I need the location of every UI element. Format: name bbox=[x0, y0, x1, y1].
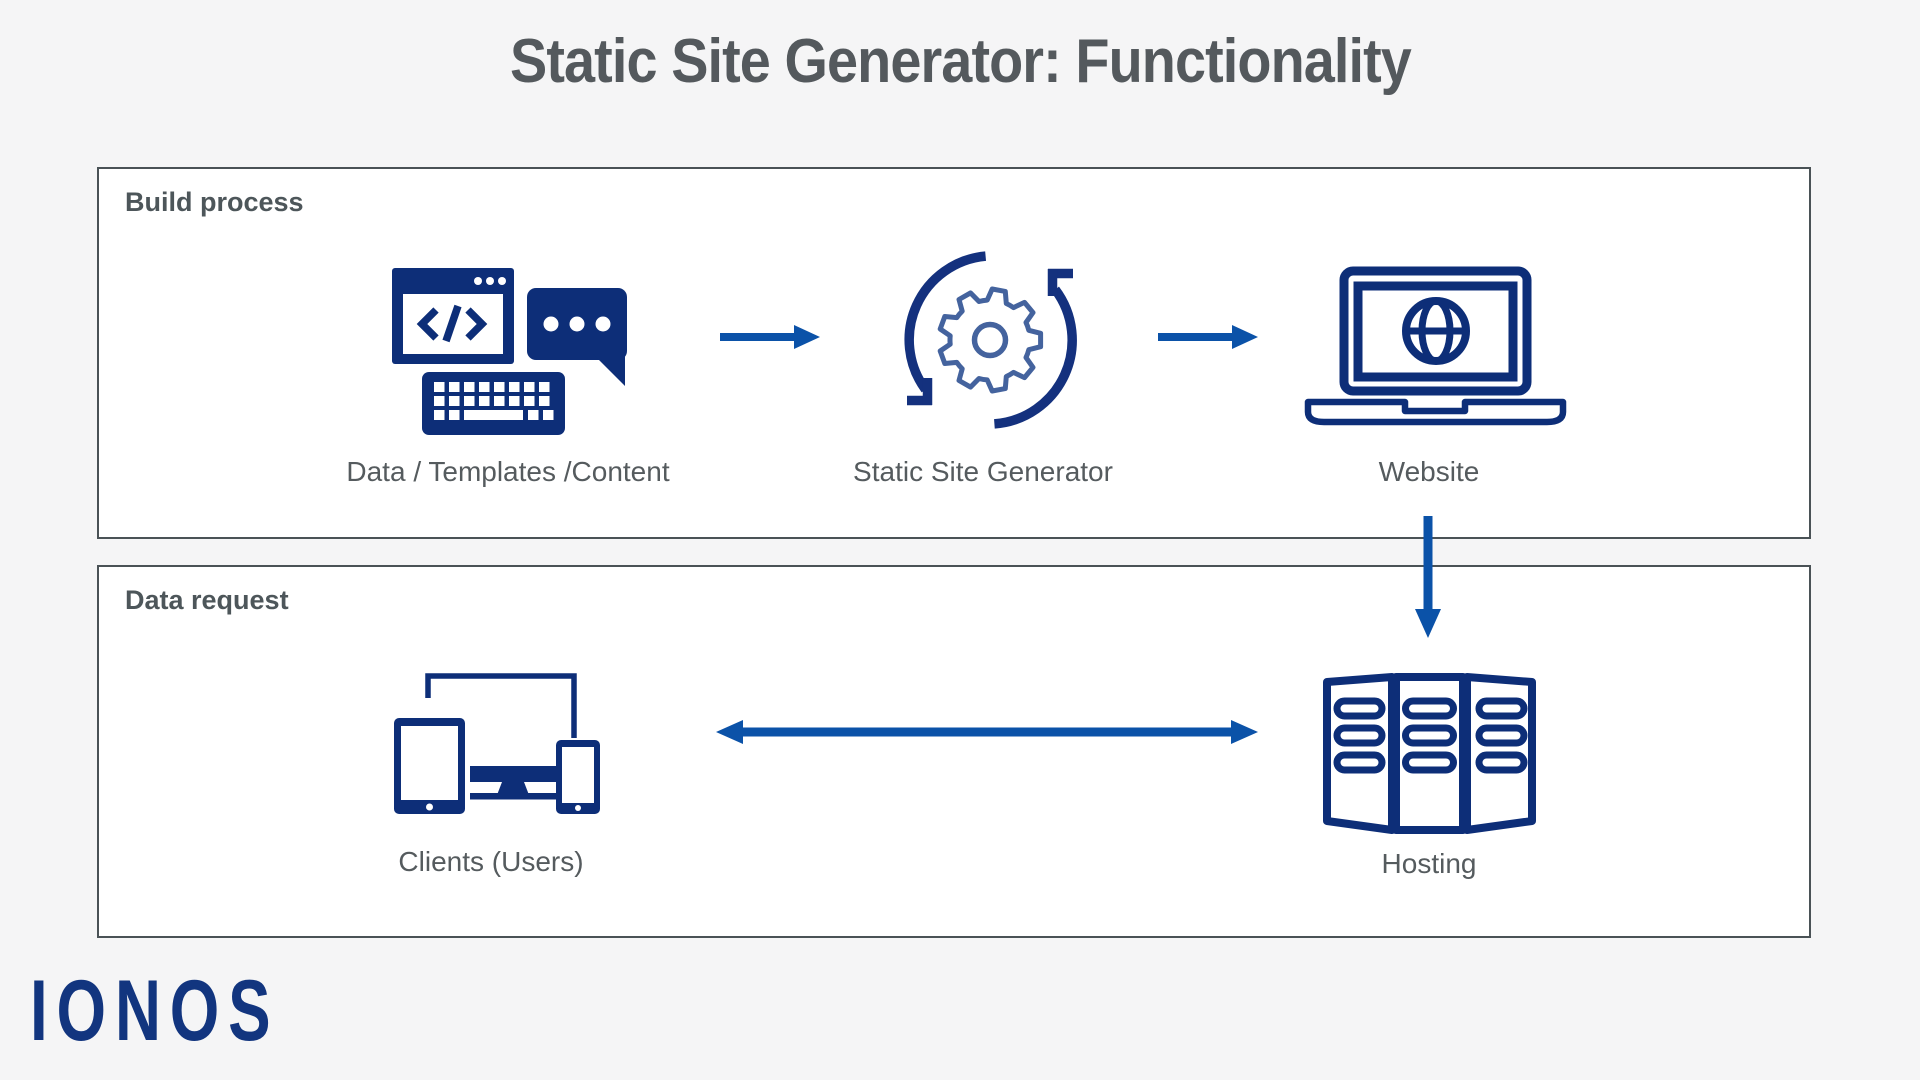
data-request-panel: Data request bbox=[97, 565, 1811, 938]
node-label-clients-users: Clients (Users) bbox=[398, 846, 584, 877]
generator-cycle-icon bbox=[895, 248, 1085, 438]
arrow-down bbox=[1413, 516, 1443, 638]
page-title: Static Site Generator: Functionality bbox=[509, 27, 1412, 96]
server-racks-icon bbox=[1323, 673, 1538, 837]
node-label-website: Website bbox=[1378, 456, 1480, 487]
node-label-static-site-generator: Static Site Generator bbox=[853, 456, 1113, 487]
code-content-icon bbox=[390, 266, 640, 438]
node-label-hosting: Hosting bbox=[1381, 848, 1477, 879]
ionos-logo: IONOS bbox=[30, 963, 280, 1059]
arrow-right-2 bbox=[1158, 324, 1258, 350]
data-request-label: Data request bbox=[125, 585, 289, 615]
arrow-double bbox=[716, 719, 1258, 745]
arrow-right-1 bbox=[720, 324, 820, 350]
build-process-label: Build process bbox=[125, 187, 304, 217]
node-label-data-templates-content: Data / Templates /Content bbox=[346, 456, 670, 487]
client-devices-icon bbox=[382, 668, 618, 818]
laptop-globe-icon bbox=[1303, 266, 1568, 426]
gear-shape bbox=[937, 286, 1044, 394]
